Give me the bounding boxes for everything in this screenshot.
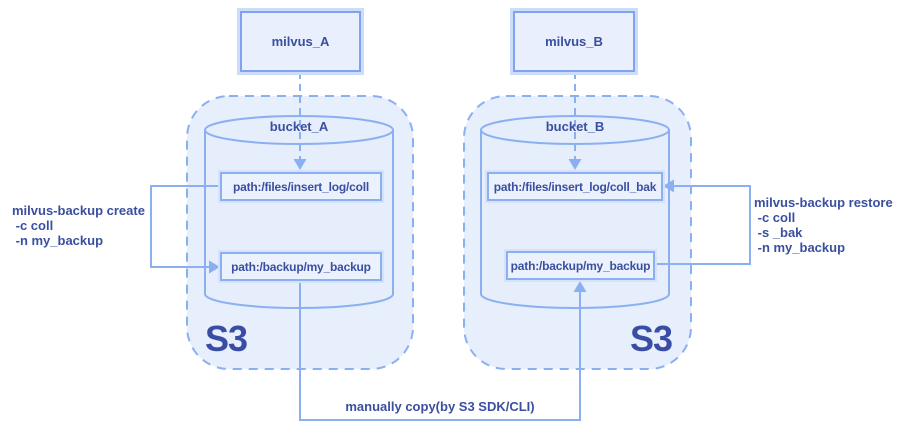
node-milvus-b: milvus_B — [513, 11, 635, 72]
create-command-line-2: -c coll — [12, 218, 54, 233]
restore-command-line-4: -n my_backup — [754, 240, 846, 255]
node-milvus-a: milvus_A — [240, 11, 361, 72]
bucket-a-label: bucket_A — [269, 119, 329, 134]
path-box-insert-log-coll-label: path:/files/insert_log/coll — [233, 179, 369, 194]
path-box-my-backup-right: path:/backup/my_backup — [506, 251, 655, 280]
path-box-insert-log-coll-bak-label: path:/files/insert_log/coll_bak — [493, 179, 657, 194]
node-milvus-b-label: milvus_B — [545, 34, 603, 49]
restore-command-line-2: -c coll — [754, 210, 796, 225]
create-connector — [150, 185, 220, 274]
restore-command-text: milvus-backup restore -c coll -s _bak -n… — [754, 195, 893, 255]
restore-command-line-1: milvus-backup restore — [754, 195, 893, 210]
create-command-line-1: milvus-backup create — [12, 203, 145, 218]
path-box-my-backup-left-label: path:/backup/my_backup — [231, 259, 371, 274]
copy-connector — [299, 281, 587, 421]
milvus-a-to-bucket-arrow — [293, 72, 307, 170]
restore-connector — [655, 179, 751, 265]
restore-command-line-3: -s _bak — [754, 225, 803, 240]
path-box-my-backup-left: path:/backup/my_backup — [220, 252, 382, 281]
create-command-line-3: -n my_backup — [12, 233, 104, 248]
s3-label-right: S3 — [629, 318, 673, 359]
path-box-insert-log-coll-bak: path:/files/insert_log/coll_bak — [487, 172, 663, 201]
create-command-text: milvus-backup create -c coll -n my_backu… — [12, 203, 145, 248]
s3-label-left: S3 — [204, 318, 248, 359]
path-box-insert-log-coll: path:/files/insert_log/coll — [220, 172, 382, 201]
bucket-b-label: bucket_B — [545, 119, 605, 134]
milvus-b-to-bucket-arrow — [568, 72, 582, 170]
node-milvus-a-label: milvus_A — [271, 34, 330, 49]
copy-connector-label: manually copy(by S3 SDK/CLI) — [345, 399, 535, 414]
path-box-my-backup-right-label: path:/backup/my_backup — [510, 258, 651, 273]
